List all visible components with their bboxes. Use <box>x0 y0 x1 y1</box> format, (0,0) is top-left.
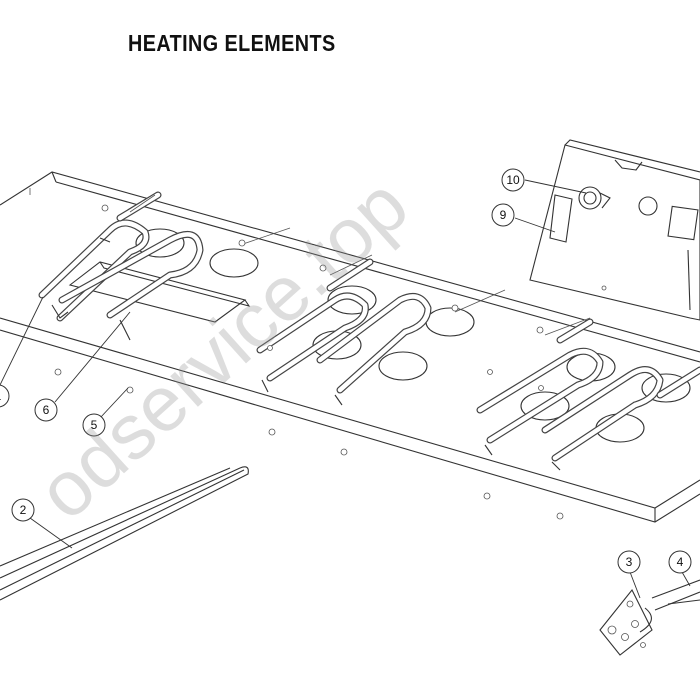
baffle-plate <box>68 261 251 323</box>
callout-3: 3 <box>617 550 641 574</box>
flange-terminal <box>599 579 700 656</box>
heating-element-loose <box>0 466 249 601</box>
callout-4-label: 4 <box>677 555 684 569</box>
leader-lines <box>0 179 691 599</box>
heating-element-3 <box>476 318 700 471</box>
callout-6: 6 <box>34 398 58 422</box>
callout-5-label: 5 <box>91 418 98 432</box>
callout-2: 2 <box>11 498 35 522</box>
callout-10: 10 <box>501 168 525 192</box>
thermostat-knob <box>578 186 611 210</box>
callout-9: 9 <box>491 203 515 227</box>
callout-5: 5 <box>82 413 106 437</box>
heating-element-1 <box>38 191 204 341</box>
callout-1-label: 1 <box>0 389 2 403</box>
terminal-rods <box>129 194 591 336</box>
diagram-title: HEATING ELEMENTS <box>128 30 336 56</box>
mounting-nuts <box>54 204 564 520</box>
callout-1: 1 <box>0 384 10 408</box>
heating-element-2 <box>256 258 432 406</box>
callout-9-label: 9 <box>500 208 507 222</box>
callout-4: 4 <box>668 550 692 574</box>
base-tray <box>0 171 700 523</box>
callout-3-label: 3 <box>626 555 633 569</box>
callout-2-label: 2 <box>20 503 27 517</box>
control-panel-plate <box>529 139 700 321</box>
callout-6-label: 6 <box>43 403 50 417</box>
callout-10-label: 10 <box>506 173 520 187</box>
